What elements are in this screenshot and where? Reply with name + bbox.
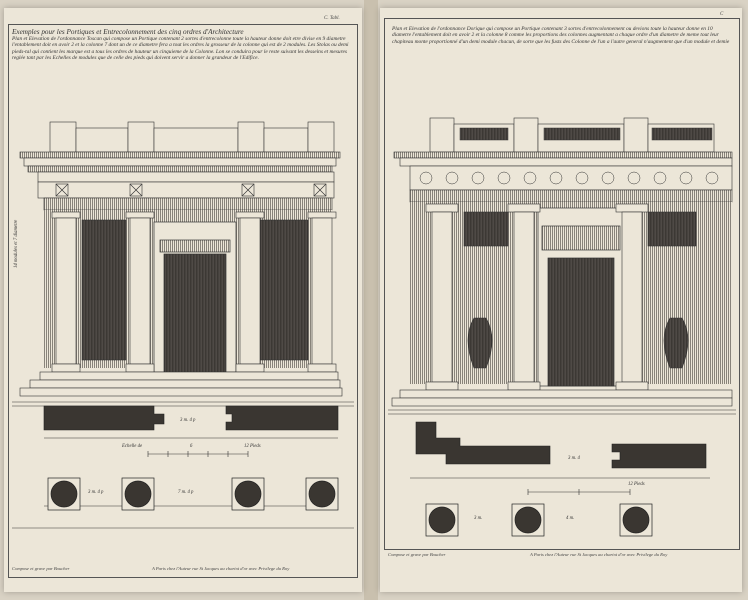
left-plate-number: C. Tabl.	[324, 16, 340, 21]
left-plate-caption: Exemples pour les Portiques et Entrecolo…	[12, 28, 352, 62]
right-plate-text: Plan et Elevation de l'ordonnance Doriqu…	[392, 26, 730, 45]
right-plan-label: 3 m. 4	[568, 456, 580, 461]
right-inter-label-2: 4 m.	[566, 516, 575, 521]
page-gutter	[364, 0, 378, 600]
left-footer-publisher: A Paris chez l'Auteur rue St Jacques au …	[152, 566, 290, 571]
left-plate: C. Tabl. Exemples pour les Portiques et …	[4, 8, 362, 592]
right-plate-caption: Plan et Elevation de l'ordonnance Doriqu…	[392, 26, 730, 45]
left-footer-engraver: Compose et grave par Boucher	[12, 566, 70, 571]
left-plate-frame	[8, 24, 358, 578]
left-side-label: 14 modules et 7 diametre	[14, 219, 19, 268]
right-plate-frame	[384, 18, 740, 550]
left-inter-label-2: 7 m. 4 p	[178, 490, 194, 495]
right-inter-label: 3 m.	[474, 516, 483, 521]
right-plate: C Plan et Elevation de l'ordonnance Dori…	[380, 8, 742, 592]
left-plate-text: Plan et Elevation de l'ordonnance Toscan…	[12, 36, 349, 62]
toscan-elevation-drawing	[12, 121, 354, 529]
left-scale-label: Echelle de	[122, 444, 143, 449]
doric-elevation-drawing	[388, 117, 736, 537]
attic	[49, 121, 335, 153]
left-scale-end: 12 Pieds	[244, 444, 261, 449]
right-scale-end: 12 Pieds	[628, 482, 645, 487]
left-plan-label: 3 m. 4 p	[180, 418, 196, 423]
right-footer-engraver: Compose et grave par Boucher	[388, 552, 446, 557]
left-plate-title: Exemples pour les Portiques et Entrecolo…	[12, 28, 244, 36]
left-scale-mid: 6	[190, 444, 193, 449]
right-plate-number: C	[720, 12, 724, 17]
right-footer-publisher: A Paris chez l'Auteur rue St Jacques au …	[530, 552, 668, 557]
left-inter-label: 3 m. 4 p	[88, 490, 104, 495]
